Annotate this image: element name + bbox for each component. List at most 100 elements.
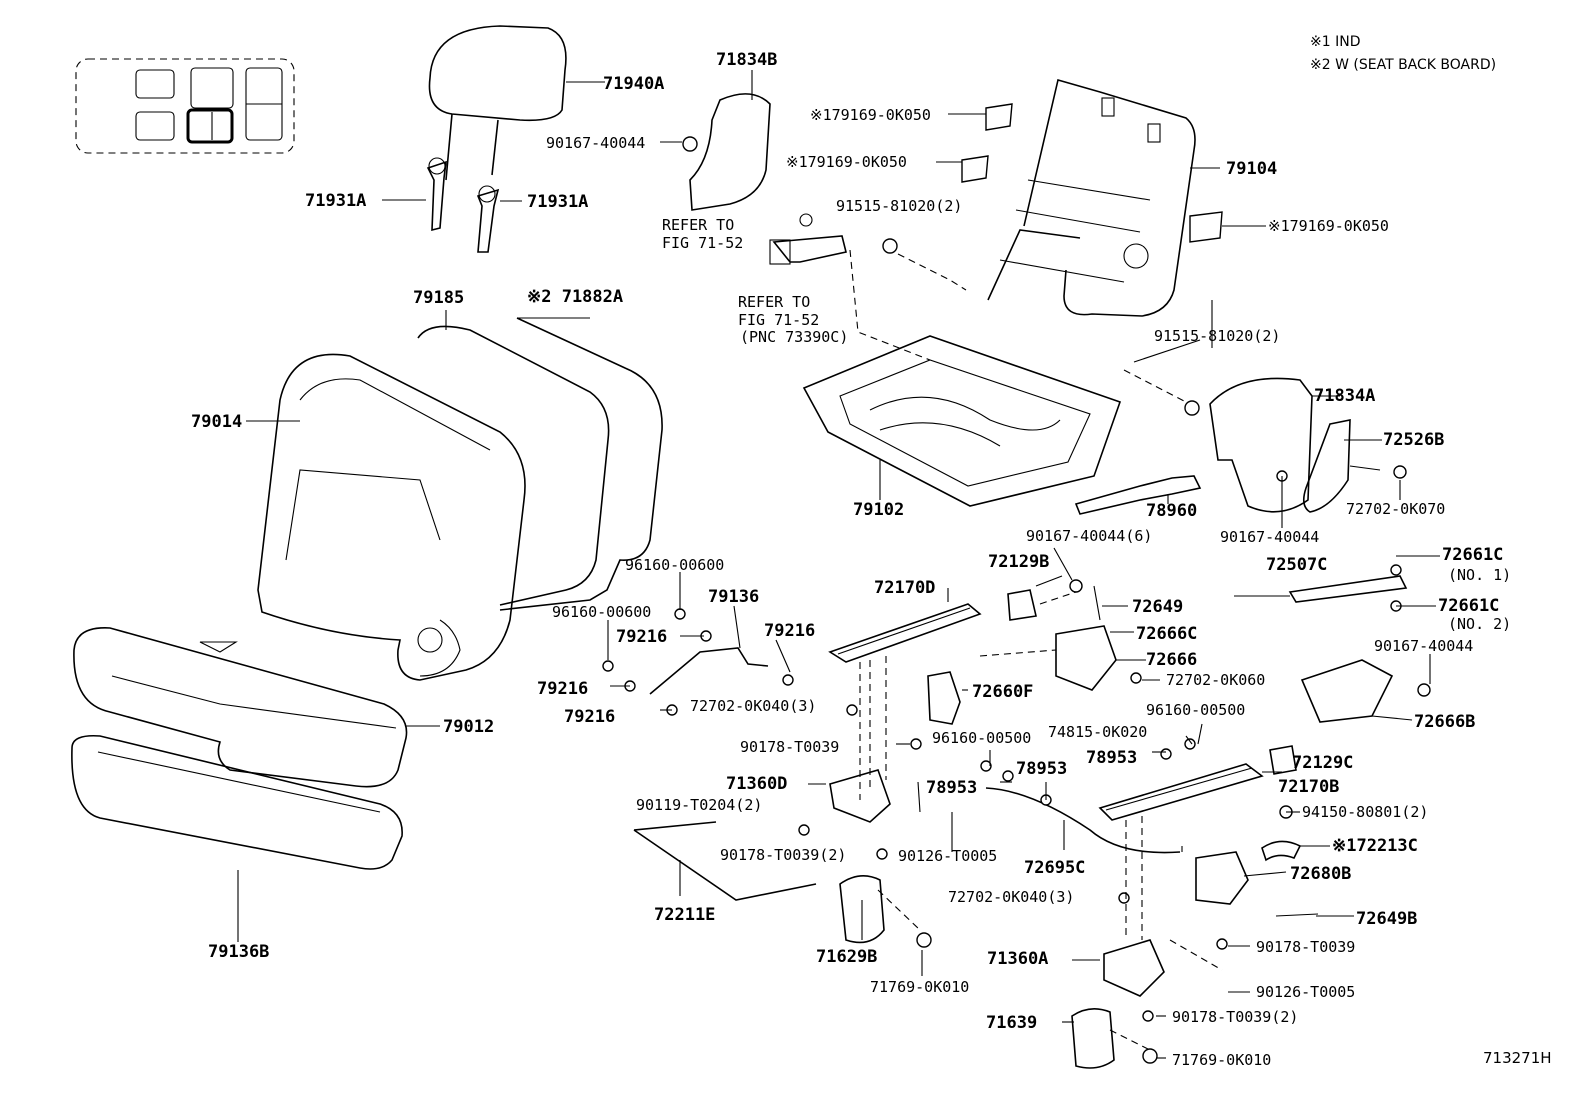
part-label-79216: 79216 — [537, 679, 589, 699]
part-label-90167-40044: 90167-40044 — [1220, 528, 1320, 546]
part-label-91515-81020: 91515-81020(2) — [836, 197, 963, 215]
part-label-90178-T0039: 90178-T0039 — [740, 738, 840, 756]
part-label-179169-0K050: ※179169-0K050 — [1268, 217, 1389, 235]
reference-bracket — [769, 213, 931, 361]
part-label-71769-0K010: 71769-0K010 — [870, 978, 970, 996]
springs-and-fasteners — [602, 465, 1431, 1064]
part-label-72170B: 72170B — [1278, 777, 1340, 797]
part-label-90126-T0005: 90126-T0005 — [898, 847, 998, 865]
part-label-79216: 79216 — [764, 621, 816, 641]
part-label-90178-T0039-2: 90178-T0039(2) — [1172, 1008, 1299, 1026]
hinge-covers — [839, 875, 1115, 1069]
note-2-seat-back-board: ※2 W (SEAT BACK BOARD) — [1310, 57, 1497, 73]
part-label-72702-0K070: 72702-0K070 — [1346, 500, 1446, 518]
part-label-72666C: 72666C — [1136, 624, 1198, 644]
part-label-94150-80801-2: 94150-80801(2) — [1302, 803, 1429, 821]
headrest-supports — [382, 157, 522, 253]
seat-cushion-pad — [71, 734, 403, 942]
part-label-79012: 79012 — [443, 717, 495, 737]
part-label-79102: 79102 — [853, 500, 905, 520]
part-label-79136B: 79136B — [208, 942, 270, 962]
part-label-79136: 79136 — [708, 587, 760, 607]
part-label-71629B: 71629B — [816, 947, 878, 967]
refer-to-1a: REFER TO — [662, 216, 735, 234]
part-label-71834B: 71834B — [716, 50, 778, 70]
part-label-179169-0K050: ※179169-0K050 — [786, 153, 907, 171]
seat-cushion-cover — [73, 627, 440, 788]
part-label-72211E: 72211E — [654, 905, 716, 925]
seat-latches — [829, 575, 1408, 997]
seat-back-cover — [246, 353, 526, 681]
part-label-90178-T0039-2: 90178-T0039(2) — [720, 846, 847, 864]
part-label-79014: 79014 — [191, 412, 243, 432]
refer-to-2c: (PNC 73390C) — [740, 328, 849, 346]
assembly-dashes — [859, 591, 1223, 1051]
part-label-72661C-no1: 72661C — [1442, 545, 1504, 565]
part-label-72129C: 72129C — [1292, 753, 1354, 773]
part-label-71931A: 71931A — [527, 192, 589, 212]
part-label-71882A: ※2 71882A — [527, 287, 624, 307]
part-label-79104: 79104 — [1226, 159, 1278, 179]
refer-to-1b: FIG 71-52 — [662, 234, 744, 252]
side-shields — [689, 70, 1382, 513]
part-label-72702-0K040-3: 72702-0K040(3) — [690, 697, 817, 715]
part-label-79185: 79185 — [413, 288, 465, 308]
part-label-78960: 78960 — [1146, 501, 1198, 521]
part-label-72666: 72666 — [1146, 650, 1198, 670]
part-label-78953: 78953 — [1016, 759, 1068, 779]
part-label-72170D: 72170D — [874, 578, 936, 598]
part-label-72213C: ※172213C — [1332, 836, 1418, 856]
part-label-71940A: 71940A — [603, 74, 665, 94]
seat-locator-inset — [75, 58, 295, 154]
seat-belt-buckle — [1074, 475, 1202, 515]
part-label-72129B: 72129B — [988, 552, 1050, 572]
part-label-72661C-no2: 72661C — [1438, 596, 1500, 616]
part-label-96160-00500: 96160-00500 — [932, 729, 1032, 747]
part-label-91515-81020: 91515-81020(2) — [1154, 327, 1281, 345]
part-label-90178-T0039: 90178-T0039 — [1256, 938, 1356, 956]
frame-bolts — [660, 136, 1200, 416]
part-label-72649: 72649 — [1132, 597, 1184, 617]
seat-back-board — [499, 317, 663, 611]
seat-back-frame-cover — [417, 310, 610, 606]
part-label-72695C: 72695C — [1024, 858, 1086, 878]
headrest — [428, 25, 605, 181]
part-label-179169-0K050: ※179169-0K050 — [810, 106, 931, 124]
part-label-71931A: 71931A — [305, 191, 367, 211]
part-label-90167-40044-6: 90167-40044(6) — [1026, 527, 1153, 545]
note-1-ind: ※1 IND — [1310, 34, 1361, 50]
part-label-72702-0K040-3: 72702-0K040(3) — [948, 888, 1075, 906]
part-label-71360D: 71360D — [726, 774, 788, 794]
leader-lines — [607, 300, 1440, 1059]
part-label-71769-0K010: 71769-0K010 — [1172, 1051, 1272, 1069]
part-label-71360A: 71360A — [987, 949, 1049, 969]
part-label-79216: 79216 — [616, 627, 668, 647]
part-label-78953: 78953 — [1086, 748, 1138, 768]
part-label-71639: 71639 — [986, 1013, 1038, 1033]
part-label-72660F: 72660F — [972, 682, 1034, 702]
part-label-90119-T0204-2: 90119-T0204(2) — [636, 796, 763, 814]
part-label-72680B: 72680B — [1290, 864, 1352, 884]
part-note-no1: (NO. 1) — [1448, 566, 1512, 584]
part-label-72702-0K060: 72702-0K060 — [1166, 671, 1266, 689]
part-label-90167-40044: 90167-40044 — [1374, 637, 1474, 655]
seat-slide-rails — [828, 588, 1282, 821]
part-label-96160-00600: 96160-00600 — [625, 556, 725, 574]
figure-code: 713271H — [1483, 1049, 1552, 1067]
seat-back-frame — [987, 78, 1220, 317]
refer-to-2a: REFER TO — [738, 293, 811, 311]
part-label-90126-T0005: 90126-T0005 — [1256, 983, 1356, 1001]
part-note-no2: (NO. 2) — [1448, 615, 1512, 633]
part-label-96160-00500: 96160-00500 — [1146, 701, 1246, 719]
part-label-72666B: 72666B — [1414, 712, 1476, 732]
part-label-78953: 78953 — [926, 778, 978, 798]
part-label-96160-00600: 96160-00600 — [552, 603, 652, 621]
part-label-79216: 79216 — [564, 707, 616, 727]
refer-to-2b: FIG 71-52 — [738, 311, 820, 329]
back-board-clips — [936, 103, 1266, 243]
part-label-72507C: 72507C — [1266, 555, 1328, 575]
part-label-72526B: 72526B — [1383, 430, 1445, 450]
part-label-72649B: 72649B — [1356, 909, 1418, 929]
